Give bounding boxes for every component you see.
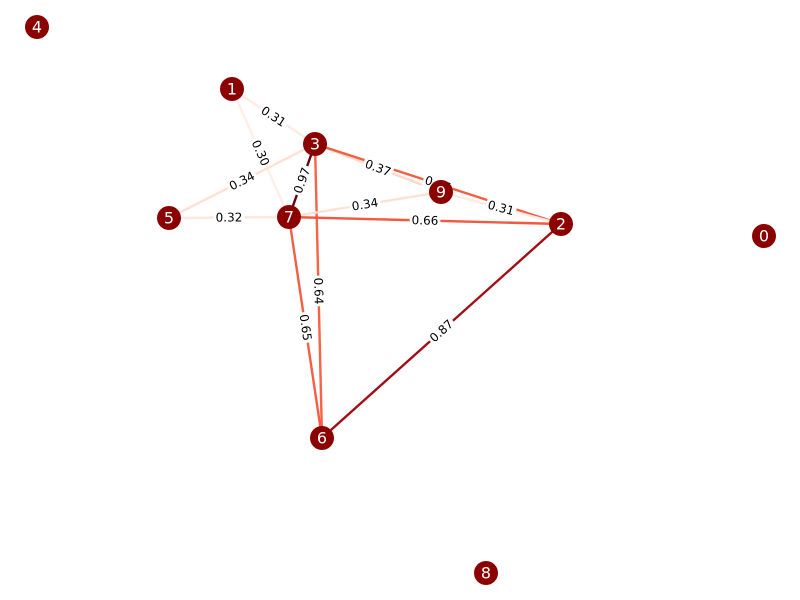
node-circle <box>549 212 573 236</box>
node-label: 5 <box>164 209 174 228</box>
edge-weight-text: 0.34 <box>351 195 380 213</box>
node-circle <box>303 132 327 156</box>
edge-weight-text: 0.64 <box>311 277 326 304</box>
node-label: 8 <box>481 564 491 583</box>
edge-label-1-3: 0.31 <box>256 101 291 132</box>
edge-label-background <box>213 209 245 226</box>
node-circle <box>157 206 181 230</box>
node-5: 5 <box>157 206 181 230</box>
edge-label-background <box>246 135 275 171</box>
node-label: 2 <box>556 215 566 234</box>
edge-label-3-5: 0.34 <box>224 166 260 196</box>
edge-label-background <box>310 275 327 307</box>
edge-label-background <box>409 212 441 229</box>
edge-label-3-9: 0.37 <box>360 155 396 181</box>
edge-weight-text: 0.31 <box>486 198 515 218</box>
edge-label-1-7: 0.30 <box>246 135 275 171</box>
node-label: 6 <box>317 429 327 448</box>
edge-label-background <box>295 311 316 344</box>
node-circle <box>429 180 453 204</box>
edge-label-background <box>360 155 396 181</box>
node-label: 9 <box>436 183 446 202</box>
nodes-layer: 0 1 2 3 4 5 6 7 8 9 <box>25 15 776 585</box>
edge-label-5-7: 0.32 <box>213 209 245 226</box>
edge-label-3-6: 0.64 <box>310 275 327 307</box>
edge-label-7-2: 0.66 <box>409 212 441 229</box>
node-2: 2 <box>549 212 573 236</box>
edge-label-background <box>224 166 260 196</box>
node-circle <box>277 205 301 229</box>
edge-weight-text: 0.32 <box>216 210 243 224</box>
node-label: 1 <box>227 80 237 99</box>
node-1: 1 <box>220 77 244 101</box>
node-circle <box>25 15 49 39</box>
node-8: 8 <box>474 561 498 585</box>
edge-label-background <box>289 163 315 198</box>
edge-label-9-2: 0.31 <box>484 196 518 220</box>
edge-weight-text: 0.66 <box>411 213 438 228</box>
edge-label-7-9: 0.34 <box>348 194 382 215</box>
node-9: 9 <box>429 180 453 204</box>
node-3: 3 <box>303 132 327 156</box>
node-label: 7 <box>284 208 294 227</box>
edge-label-background <box>348 194 382 215</box>
edges-layer <box>168 87 562 439</box>
edge-labels-layer: 0.310.300.340.970.370.650.640.310.320.34… <box>213 101 518 348</box>
node-7: 7 <box>277 205 301 229</box>
node-label: 0 <box>759 227 769 246</box>
node-4: 4 <box>25 15 49 39</box>
node-circle <box>752 224 776 248</box>
node-0: 0 <box>752 224 776 248</box>
edge-label-7-6: 0.65 <box>295 311 316 344</box>
edge-label-background <box>424 314 459 348</box>
node-circle <box>220 77 244 101</box>
node-6: 6 <box>310 426 334 450</box>
edge-label-background <box>256 101 291 132</box>
node-label: 3 <box>310 135 320 154</box>
node-label: 4 <box>32 18 42 37</box>
edge-weight-text: 0.65 <box>297 313 315 341</box>
edge-label-background <box>484 196 518 220</box>
edge-label-3-7: 0.97 <box>289 163 315 198</box>
node-circle <box>310 426 334 450</box>
node-circle <box>474 561 498 585</box>
